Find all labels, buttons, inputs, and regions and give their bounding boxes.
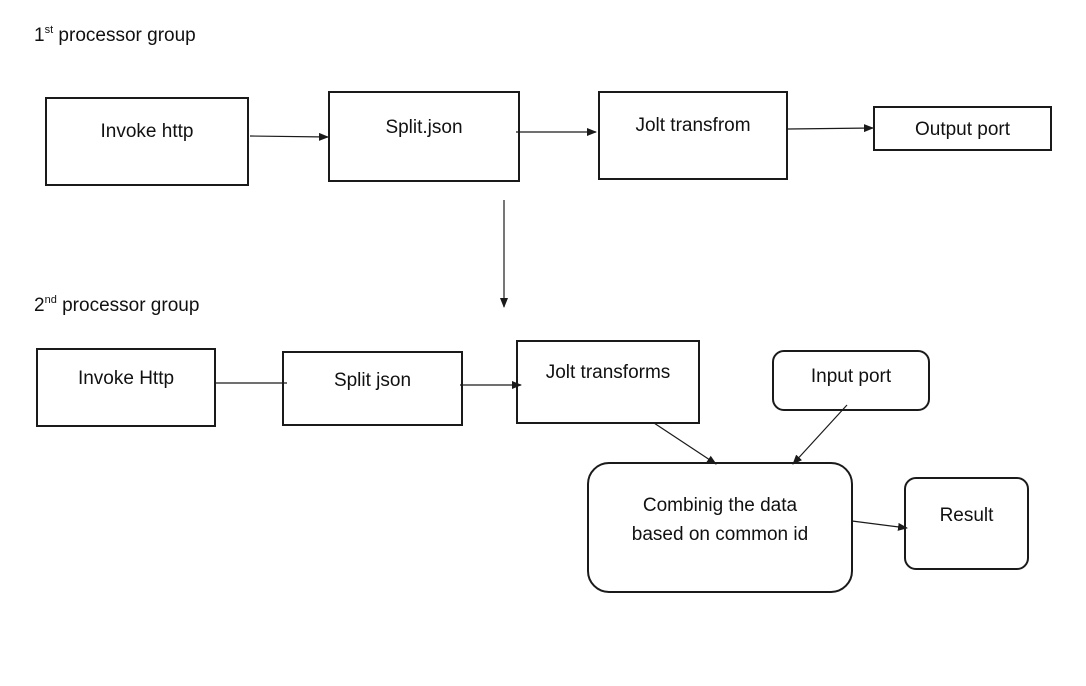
node-label: Split.json xyxy=(385,117,463,138)
first-group-heading: 1st processor group xyxy=(34,24,196,46)
node-label: Result xyxy=(939,505,994,526)
edge-g2-combine-to-result xyxy=(851,520,908,531)
first-group-label: processor group xyxy=(58,25,196,46)
edge-g2-input-to-combine xyxy=(792,404,848,465)
second-group-label: processor group xyxy=(62,295,200,316)
node-g2-result: Result xyxy=(904,477,1029,570)
second-group-number: 2 xyxy=(34,295,45,316)
node-g2-split-json: Split json xyxy=(282,351,463,426)
first-group-number: 1 xyxy=(34,25,45,46)
node-label: Invoke Http xyxy=(77,368,175,389)
node-label: Jolt transfrom xyxy=(635,115,751,136)
node-g1-output-port: Output port xyxy=(873,106,1052,151)
node-g2-invoke-http: Invoke Http xyxy=(36,348,216,427)
node-label-line-1: Combinig the data xyxy=(642,495,798,516)
node-g2-input-port: Input port xyxy=(772,350,930,411)
first-group-ordinal-suffix: st xyxy=(44,24,54,36)
node-g2-combine: Combinig the data based on common id xyxy=(587,462,853,593)
node-label: Jolt transforms xyxy=(545,362,671,383)
edge-g1-invoke-to-split xyxy=(249,132,329,141)
node-label: Output port xyxy=(914,119,1011,140)
node-label: Split json xyxy=(333,370,412,391)
node-g1-split-json: Split.json xyxy=(328,91,520,182)
node-label: Invoke http xyxy=(100,121,194,142)
edge-g1-jolt-to-output xyxy=(787,124,874,133)
second-group-ordinal-suffix: nd xyxy=(44,294,57,306)
node-g1-invoke-http: Invoke http xyxy=(45,97,249,186)
node-g1-jolt-transform: Jolt transfrom xyxy=(598,91,788,180)
second-group-heading: 2nd processor group xyxy=(34,294,200,316)
node-label: Input port xyxy=(810,366,892,387)
node-label-line-2: based on common id xyxy=(631,524,809,545)
edge-g2-jolt-to-combine xyxy=(653,422,717,465)
